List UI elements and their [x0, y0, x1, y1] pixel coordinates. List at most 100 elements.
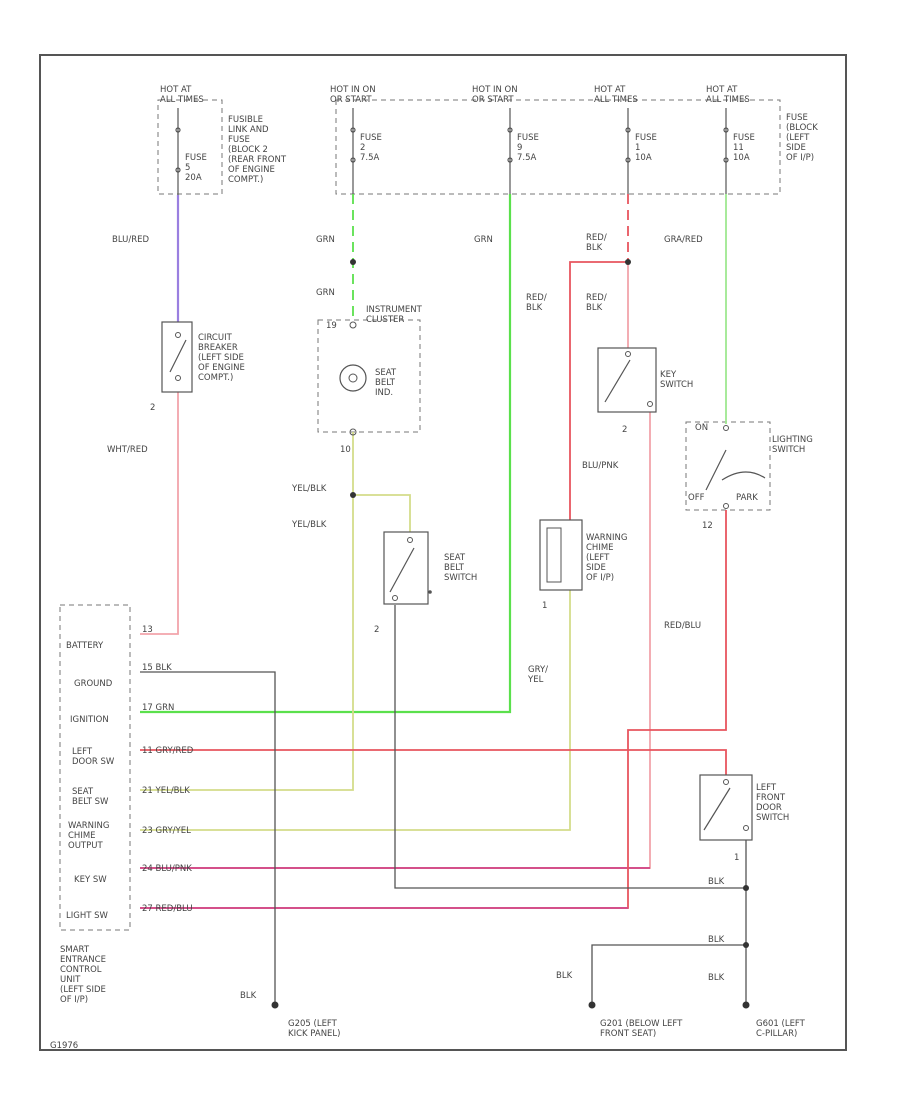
- wire-yel-blk-sw: [353, 494, 411, 532]
- wire-wht-red: [140, 392, 179, 635]
- diagram-frame: [39, 54, 847, 1051]
- label-w-wht-red: WHT/RED: [107, 445, 148, 455]
- label-p-ground: 15 BLK: [142, 663, 172, 673]
- label-p-battery: 13: [142, 625, 153, 635]
- label-ks-pin: 2: [622, 425, 627, 435]
- label-ic-pin1: 19: [326, 321, 337, 331]
- label-sbs-pin: 2: [374, 625, 379, 635]
- wire-gry-yel: [140, 590, 571, 831]
- wire-blk-ground: [140, 671, 276, 1002]
- label-u-light-sw: LIGHT SW: [66, 911, 109, 921]
- wire-red-blk-chime: [569, 261, 628, 520]
- left-door-switch-symbol: [699, 774, 753, 841]
- label-ls-on: ON: [695, 423, 708, 433]
- label-u-battery: BATTERY: [66, 641, 104, 651]
- label-w-grn2: GRN: [316, 288, 335, 298]
- label-w-red-blk3: RED/BLK: [586, 293, 607, 313]
- label-w-yel-blk2: YEL/BLK: [291, 520, 327, 530]
- wire-blk-seatbelt: [394, 605, 746, 889]
- label-w-blk4: BLK: [556, 971, 573, 981]
- label-p-key-sw: 24 BLU/PNK: [142, 864, 192, 874]
- ground-g201: [588, 1001, 596, 1009]
- label-w-gra-red: GRA/RED: [664, 235, 703, 245]
- label-p-warning: 23 GRY/YEL: [142, 826, 191, 836]
- wire-red-blu: [140, 510, 727, 909]
- lighting-switch-symbol: [705, 425, 766, 509]
- fuse-block-box: [335, 99, 781, 195]
- label-p-ignition: 17 GRN: [142, 703, 174, 713]
- label-u-ignition: IGNITION: [70, 715, 109, 725]
- label-w-blk2: BLK: [708, 935, 725, 945]
- ground-g205: [271, 1001, 279, 1009]
- label-w-blk5: BLK: [240, 991, 257, 1001]
- splice-blk-door: [743, 885, 749, 891]
- label-w-red-blu: RED/BLU: [664, 621, 701, 631]
- label-w-blk3: BLK: [708, 973, 725, 983]
- label-fig-id: G1976: [50, 1041, 78, 1051]
- label-w-red-blk2: RED/BLK: [526, 293, 547, 313]
- label-ls-park: PARK: [736, 493, 758, 503]
- label-ls-pin: 12: [702, 521, 713, 531]
- lighting-switch-box: [685, 421, 771, 511]
- circuit-breaker-symbol: [161, 321, 193, 393]
- wire-grn-ignition: [140, 194, 512, 714]
- label-u-ground: GROUND: [74, 679, 113, 689]
- seat-belt-indicator-symbol: [339, 321, 367, 436]
- label-w-grn1: GRN: [316, 235, 335, 245]
- splice-grn: [350, 259, 356, 265]
- splice-yel-blk: [350, 492, 356, 498]
- label-cb-pin: 2: [150, 403, 155, 413]
- key-switch-symbol: [597, 347, 657, 413]
- label-w-yel-blk1: YEL/BLK: [291, 484, 327, 494]
- splice-blk-g: [743, 942, 749, 948]
- label-ls-off: OFF: [688, 493, 705, 503]
- warning-chime-symbol: [539, 519, 583, 591]
- wire-gry-red: [140, 749, 727, 775]
- label-lds-pin: 1: [734, 853, 739, 863]
- label-p-left-door: 11 GRY/RED: [142, 746, 194, 756]
- label-w-blu-pnk: BLU/PNK: [582, 461, 619, 471]
- label-u-key-sw: KEY SW: [74, 875, 107, 885]
- ground-g601: [742, 1001, 750, 1009]
- label-w-blk1: BLK: [708, 877, 725, 887]
- seat-belt-switch-symbol: [383, 531, 432, 605]
- label-w-blu-red: BLU/RED: [112, 235, 150, 245]
- wire-yel-blk: [140, 432, 354, 791]
- label-p-light-sw: 27 RED/BLU: [142, 904, 193, 914]
- fusible-link-box: [157, 99, 223, 195]
- label-ic-pin2: 10: [340, 445, 351, 455]
- label-w-gry-yel: GRY/YEL: [527, 665, 548, 685]
- label-w-red-blk1: RED/BLK: [586, 233, 607, 253]
- splice-red-blk: [625, 259, 631, 265]
- label-p-seat-belt: 21 YEL/BLK: [142, 786, 190, 796]
- label-wc-pin: 1: [542, 601, 547, 611]
